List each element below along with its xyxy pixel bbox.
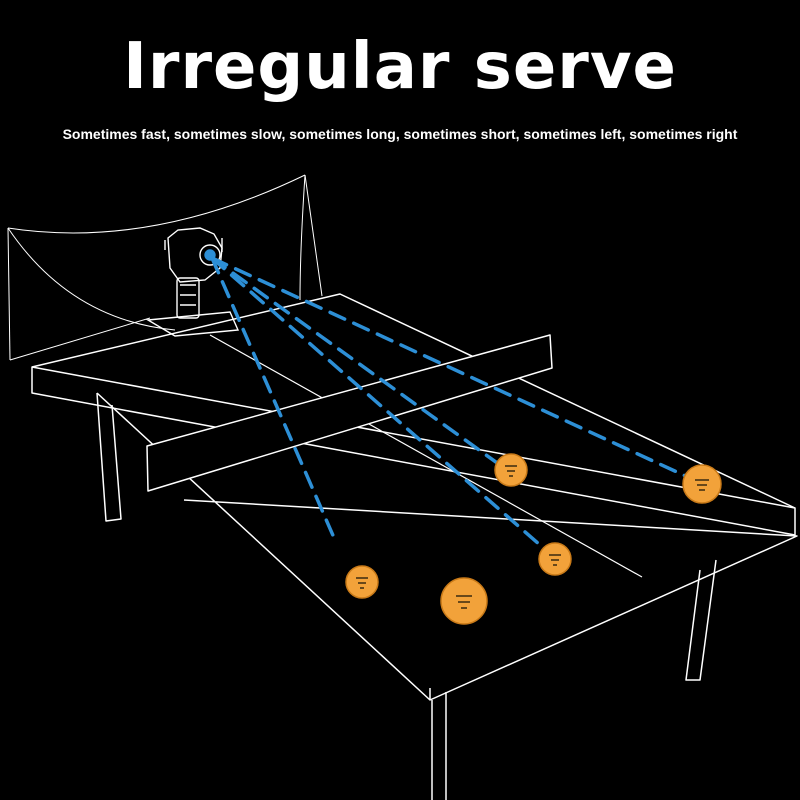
trajectory-path [210, 256, 692, 480]
table-legs [96, 392, 717, 800]
trajectory-path [210, 256, 550, 554]
catch-net [7, 174, 323, 361]
ping-pong-ball-icon [440, 577, 488, 625]
headline: Irregular serve [123, 30, 677, 104]
trajectory-path [210, 256, 502, 467]
table-top [31, 293, 798, 701]
trajectory-path [210, 256, 337, 542]
ping-pong-ball-icon [494, 453, 528, 487]
ping-pong-ball-icon [682, 464, 722, 504]
ping-pong-ball-icon [538, 542, 572, 576]
subtitle: Sometimes fast, sometimes slow, sometime… [62, 126, 738, 142]
ball-trajectories [210, 256, 692, 554]
ping-pong-ball-icon [345, 565, 379, 599]
table-net [146, 334, 553, 492]
ping-pong-robot-icon [145, 227, 240, 337]
balls [345, 453, 722, 625]
